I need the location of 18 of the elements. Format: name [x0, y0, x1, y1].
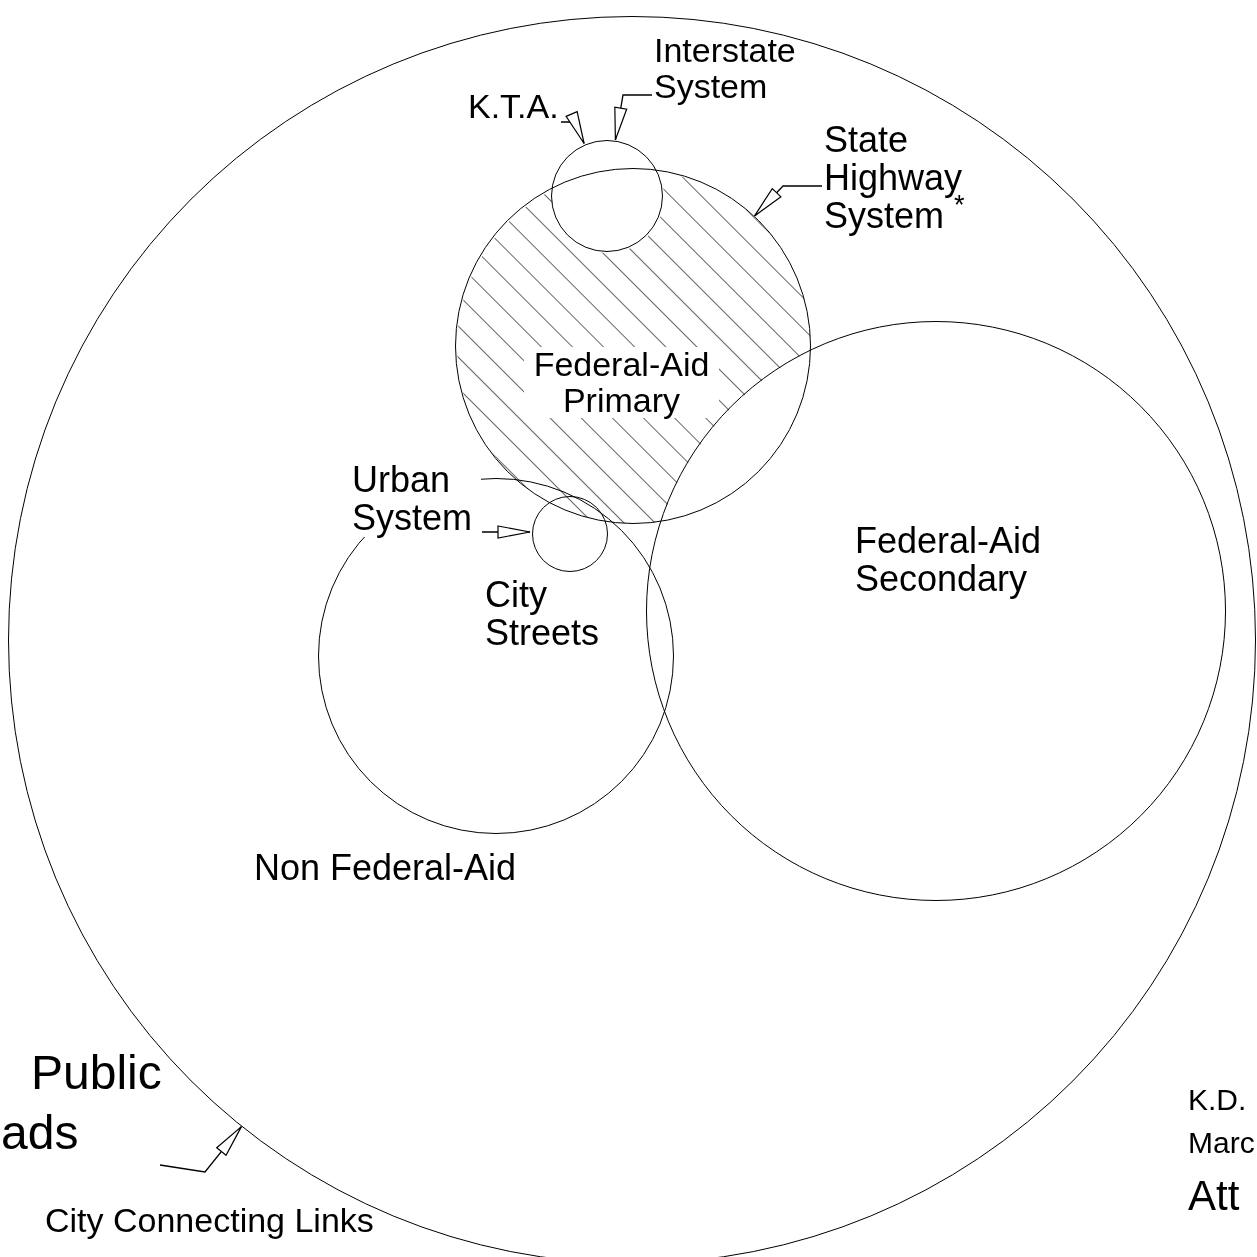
- callout-text: Public: [30, 1048, 163, 1099]
- leader-arrow: [560, 111, 585, 145]
- region-label: City Streets: [484, 576, 601, 652]
- callout-text: Interstate System: [653, 33, 797, 105]
- leader-arrow: [753, 185, 823, 217]
- note-text: K.D.: [1188, 1085, 1247, 1115]
- callout-text: State Highway System $^{*}$: [823, 121, 966, 235]
- note-text: Marc: [1188, 1128, 1255, 1158]
- leader-arrow: [159, 1125, 243, 1173]
- callout-text: K.T.A.: [467, 89, 560, 125]
- region-label: Federal-Aid Secondary: [854, 522, 1043, 598]
- note-text: City Connecting Links: [45, 1203, 374, 1237]
- region-label: Federal-Aid Primary: [524, 347, 719, 419]
- region-label: Non Federal-Aid: [253, 849, 518, 887]
- leader-arrow: [614, 94, 653, 141]
- leader-arrow: [481, 525, 531, 539]
- callout-text: ads: [0, 1108, 80, 1159]
- note-text: Att: [1188, 1175, 1240, 1217]
